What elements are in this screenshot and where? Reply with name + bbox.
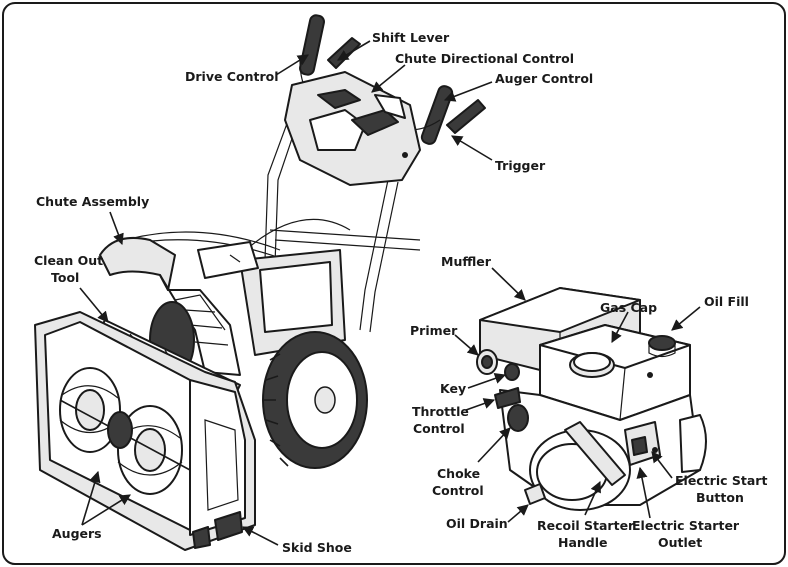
label-skid-shoe: Skid Shoe [282, 540, 352, 555]
label-auger-control: Auger Control [495, 71, 593, 86]
label-oil-fill: Oil Fill [704, 294, 749, 309]
label-electric-start-button-line2: Button [696, 490, 744, 505]
label-recoil-starter-handle-line1: Recoil Starter [537, 518, 635, 533]
wheel [262, 331, 368, 469]
label-chute-assembly: Chute Assembly [36, 194, 149, 209]
chute [99, 236, 241, 376]
label-muffler: Muffler [441, 254, 492, 269]
engine-body [476, 324, 707, 511]
label-choke-control-line2: Control [432, 483, 484, 498]
control-panel [284, 71, 421, 186]
snowblower-illustration [34, 14, 486, 551]
choke-knob [507, 404, 529, 432]
label-electric-starter-outlet-line1: Electric Starter [632, 518, 740, 533]
label-oil-drain: Oil Drain [446, 516, 508, 531]
label-shift-lever: Shift Lever [372, 30, 450, 45]
oil-fill-cap [648, 335, 676, 351]
label-electric-starter-outlet-line2: Outlet [658, 535, 702, 550]
engine-illustration [476, 287, 707, 511]
engine-block [197, 241, 346, 356]
labels: Shift Lever Drive Control Chute Directio… [34, 30, 767, 555]
label-gas-cap: Gas Cap [600, 300, 657, 315]
oil-drain-plug [524, 483, 546, 505]
label-electric-start-button-line1: Electric Start [675, 473, 767, 488]
augers [59, 367, 191, 495]
throttle-lever [494, 387, 521, 409]
label-primer: Primer [410, 323, 458, 338]
label-chute-directional-control: Chute Directional Control [395, 51, 574, 66]
recoil-starter-handle [564, 421, 626, 486]
label-choke-control-line1: Choke [437, 466, 480, 481]
label-key: Key [440, 381, 466, 396]
label-recoil-starter-handle-line2: Handle [558, 535, 608, 550]
label-augers: Augers [52, 526, 102, 541]
label-throttle-control-line2: Control [413, 421, 465, 436]
label-clean-out-tool-line1: Clean Out [34, 253, 103, 268]
ignition-key [504, 363, 520, 381]
label-clean-out-tool-line2: Tool [51, 270, 79, 285]
leader-lines [79, 40, 701, 546]
label-drive-control: Drive Control [185, 69, 278, 84]
label-throttle-control-line1: Throttle [412, 404, 469, 419]
label-trigger: Trigger [495, 158, 546, 173]
